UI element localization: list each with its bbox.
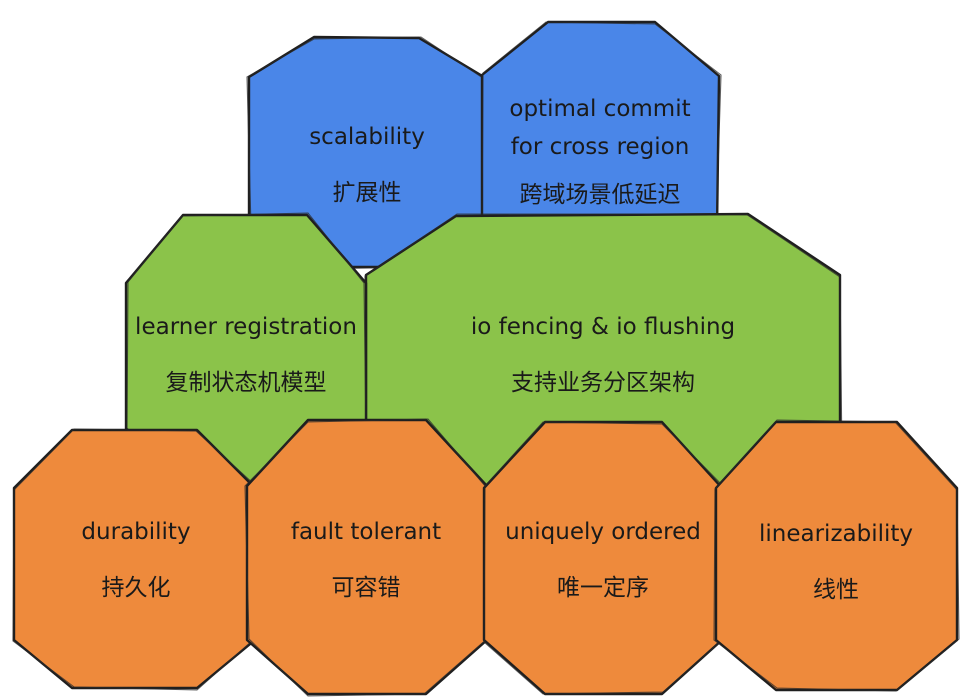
optimal-commit-zh: 跨域场景低延迟	[519, 182, 681, 208]
scalability-label: scalability 扩展性	[309, 118, 425, 212]
scalability-zh: 扩展性	[332, 180, 402, 206]
optimal-commit-label: optimal commit for cross region 跨域场景低延迟	[509, 90, 690, 214]
uniquely-ordered-en: uniquely ordered	[505, 519, 701, 545]
linearizability-label: linearizability 线性	[759, 515, 913, 609]
durability-en: durability	[81, 519, 191, 545]
learner-registration-label: learner registration 复制状态机模型	[135, 308, 357, 402]
uniquely-ordered-zh: 唯一定序	[556, 575, 649, 601]
fault-tolerant-label: fault tolerant 可容错	[291, 513, 441, 607]
fault-tolerant-zh: 可容错	[331, 575, 401, 601]
io-fencing-en: io fencing & io flushing	[470, 314, 736, 340]
optimal-commit-en-line1: optimal commit	[509, 96, 691, 122]
uniquely-ordered-label: uniquely ordered 唯一定序	[505, 513, 701, 607]
io-fencing-zh: 支持业务分区架构	[511, 370, 695, 396]
durability-zh: 持久化	[101, 575, 171, 601]
fault-tolerant-en: fault tolerant	[290, 519, 442, 545]
linearizability-zh: 线性	[812, 577, 859, 603]
linearizability-en: linearizability	[758, 521, 914, 547]
optimal-commit-en-line2: for cross region	[510, 134, 690, 160]
scalability-en: scalability	[309, 124, 425, 150]
learner-registration-zh: 复制状态机模型	[165, 370, 327, 396]
durability-label: durability 持久化	[81, 513, 190, 607]
linearizability-hexagon	[713, 419, 960, 692]
io-fencing-label: io fencing & io flushing 支持业务分区架构	[471, 308, 735, 402]
linearizability-hexagon-sketch-outline	[713, 419, 960, 692]
learner-registration-en: learner registration	[135, 314, 357, 340]
